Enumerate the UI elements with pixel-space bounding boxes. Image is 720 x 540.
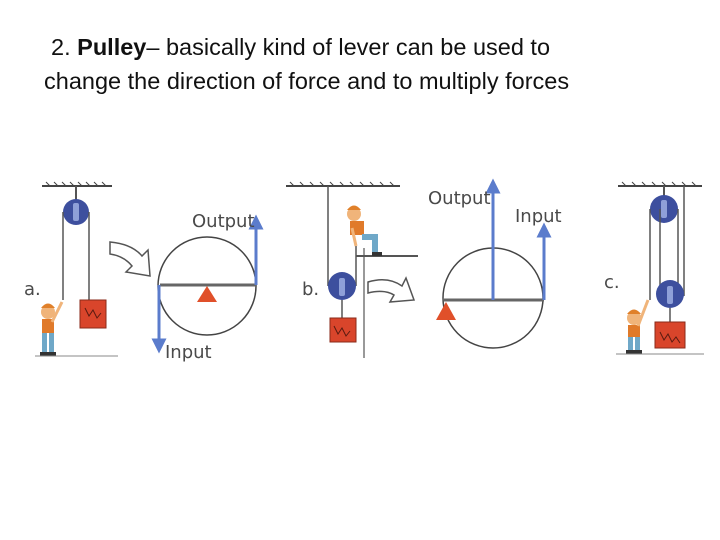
output-label-b: Output [428,188,491,209]
slide-number: 2. [51,34,71,60]
definition-part-1: – basically kind of lever can be used to [146,34,551,60]
panel-b: b. Output Input [286,178,562,358]
ceiling-a [42,181,112,187]
term-pulley: Pulley [77,34,147,60]
panel-a: a. Output Input [24,181,264,363]
input-label-a: Input [165,342,212,363]
load-box-c [654,321,686,349]
fulcrum-b [436,302,456,320]
ceiling-c [618,181,702,187]
panel-c: c. [604,181,704,355]
transition-arrow-a [109,241,151,277]
panel-a-letter: a. [24,279,41,300]
slide-title: 2. Pulley– basically kind of lever can b… [44,30,704,98]
input-label-b: Input [515,206,562,227]
transition-arrow-b [367,276,416,303]
title-line-1: 2. Pulley– basically kind of lever can b… [44,30,704,64]
fulcrum-a [197,286,217,302]
title-line-2: change the direction of force and to mul… [44,68,570,94]
ceiling-b [286,181,400,187]
output-label-a: Output [192,211,255,232]
person-b [347,205,382,256]
person-c [626,299,650,354]
panel-c-letter: c. [604,272,620,293]
panel-b-letter: b. [302,279,319,300]
load-box-a [79,299,107,329]
person-a [40,301,64,356]
pulley-diagram: a. Output Input [24,178,704,363]
